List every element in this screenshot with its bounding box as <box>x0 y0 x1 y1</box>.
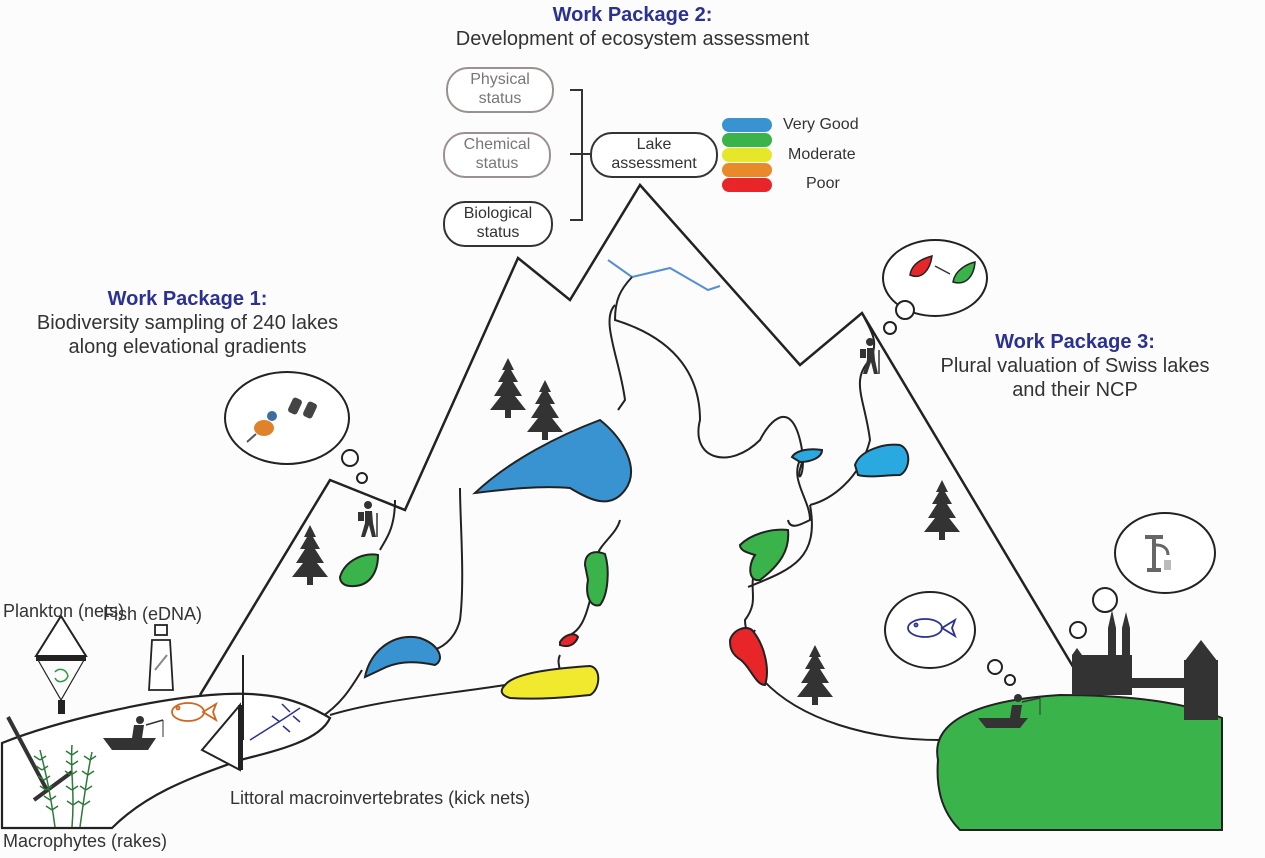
work-package-1: Work Package 1: Biodiversity sampling of… <box>0 287 375 359</box>
lake-poor-right <box>728 627 768 687</box>
fish-icon <box>907 617 957 639</box>
boat-angler-icon <box>978 694 1041 728</box>
macroinvertebrates-label: Littoral macroinvertebrates (kick nets) <box>230 788 531 808</box>
leaf-green-icon <box>952 261 976 284</box>
chemical-status-pill: Chemical status <box>443 132 551 178</box>
work-package-3: Work Package 3: Plural valuation of Swis… <box>895 330 1255 402</box>
physical-status-line1: Physical <box>470 71 530 88</box>
boat-angler-icon <box>103 716 164 750</box>
biological-status-line1: Biological <box>463 205 533 222</box>
lake-moderate <box>500 664 600 700</box>
kick-net-icon <box>200 655 244 772</box>
city-skyline-icon <box>1072 610 1218 720</box>
lake-assessment-pill: Lake assessment <box>590 132 718 178</box>
assessment-bracket <box>570 89 593 221</box>
edna-bottle-icon <box>148 624 174 691</box>
lake-good-right <box>738 528 790 582</box>
thought-bubble-icon <box>224 239 1216 686</box>
lake-very-good-lower-left <box>363 635 441 679</box>
work-package-2: Work Package 2: Development of ecosystem… <box>0 3 1265 51</box>
lake-poor-small <box>559 633 580 648</box>
lake-good-center <box>583 551 609 607</box>
plankton-label: Plankton (nets) <box>3 601 125 621</box>
tree-icon <box>490 358 526 418</box>
fish-label: Fish (eDNA) <box>103 604 203 624</box>
arrow-icon <box>934 265 951 275</box>
hiker-icon <box>357 500 378 538</box>
wp1-title: Work Package 1: <box>107 288 268 310</box>
wp2-subtitle: Development of ecosystem assessment <box>455 28 810 50</box>
legend-swatch-poor <box>722 178 772 192</box>
legend-label-moderate: Moderate <box>788 146 856 163</box>
tree-icon <box>924 480 960 540</box>
biological-status-pill: Biological status <box>443 201 553 247</box>
lake-good-left <box>338 553 380 588</box>
macrophyte-icon <box>33 744 97 828</box>
lake-very-good-large <box>472 418 632 503</box>
leaf-red-icon <box>909 254 933 277</box>
lake-assessment-line1: Lake <box>636 136 672 153</box>
meadow-shore <box>936 693 1223 831</box>
wp3-title: Work Package 3: <box>995 331 1155 353</box>
wp1-subtitle-line2: along elevational gradients <box>68 336 307 358</box>
lake-assessment-line2: assessment <box>611 155 697 172</box>
mountain-outline <box>198 182 1077 696</box>
biological-status-line2: status <box>476 224 520 241</box>
legend-swatch-moderate <box>722 148 772 162</box>
legend-label-very-good: Very Good <box>783 116 859 133</box>
wp3-subtitle-line1: Plural valuation of Swiss lakes <box>940 355 1210 377</box>
physical-status-line2: status <box>478 90 522 107</box>
legend-label-poor: Poor <box>806 175 840 192</box>
chemical-status-line1: Chemical <box>463 136 531 153</box>
macroinvertebrate-icon <box>249 703 301 741</box>
rake-icon <box>6 716 74 802</box>
wp1-subtitle-line1: Biodiversity sampling of 240 lakes <box>36 312 339 334</box>
lake-very-good-right <box>853 443 910 478</box>
wp2-title: Work Package 2: <box>552 4 713 26</box>
tree-icon <box>527 380 563 440</box>
tree-icon <box>797 645 833 705</box>
chemical-status-line2: status <box>475 155 519 172</box>
bird-icon <box>246 411 277 443</box>
macrophytes-label: Macrophytes (rakes) <box>3 831 168 851</box>
plankton-net-icon <box>34 614 88 714</box>
legend-swatch-fair <box>722 163 772 177</box>
physical-status-pill: Physical status <box>446 67 554 113</box>
legend-swatch-very-good <box>722 118 772 132</box>
lake-very-good-small-right <box>790 448 824 464</box>
binoculars-icon <box>288 397 317 419</box>
fish-icon <box>171 701 218 723</box>
glacier-stream <box>607 259 721 292</box>
streams <box>319 276 941 741</box>
wp3-subtitle-line2: and their NCP <box>1012 379 1138 401</box>
legend-swatch-good <box>722 133 772 147</box>
tap-water-icon <box>1145 535 1171 572</box>
